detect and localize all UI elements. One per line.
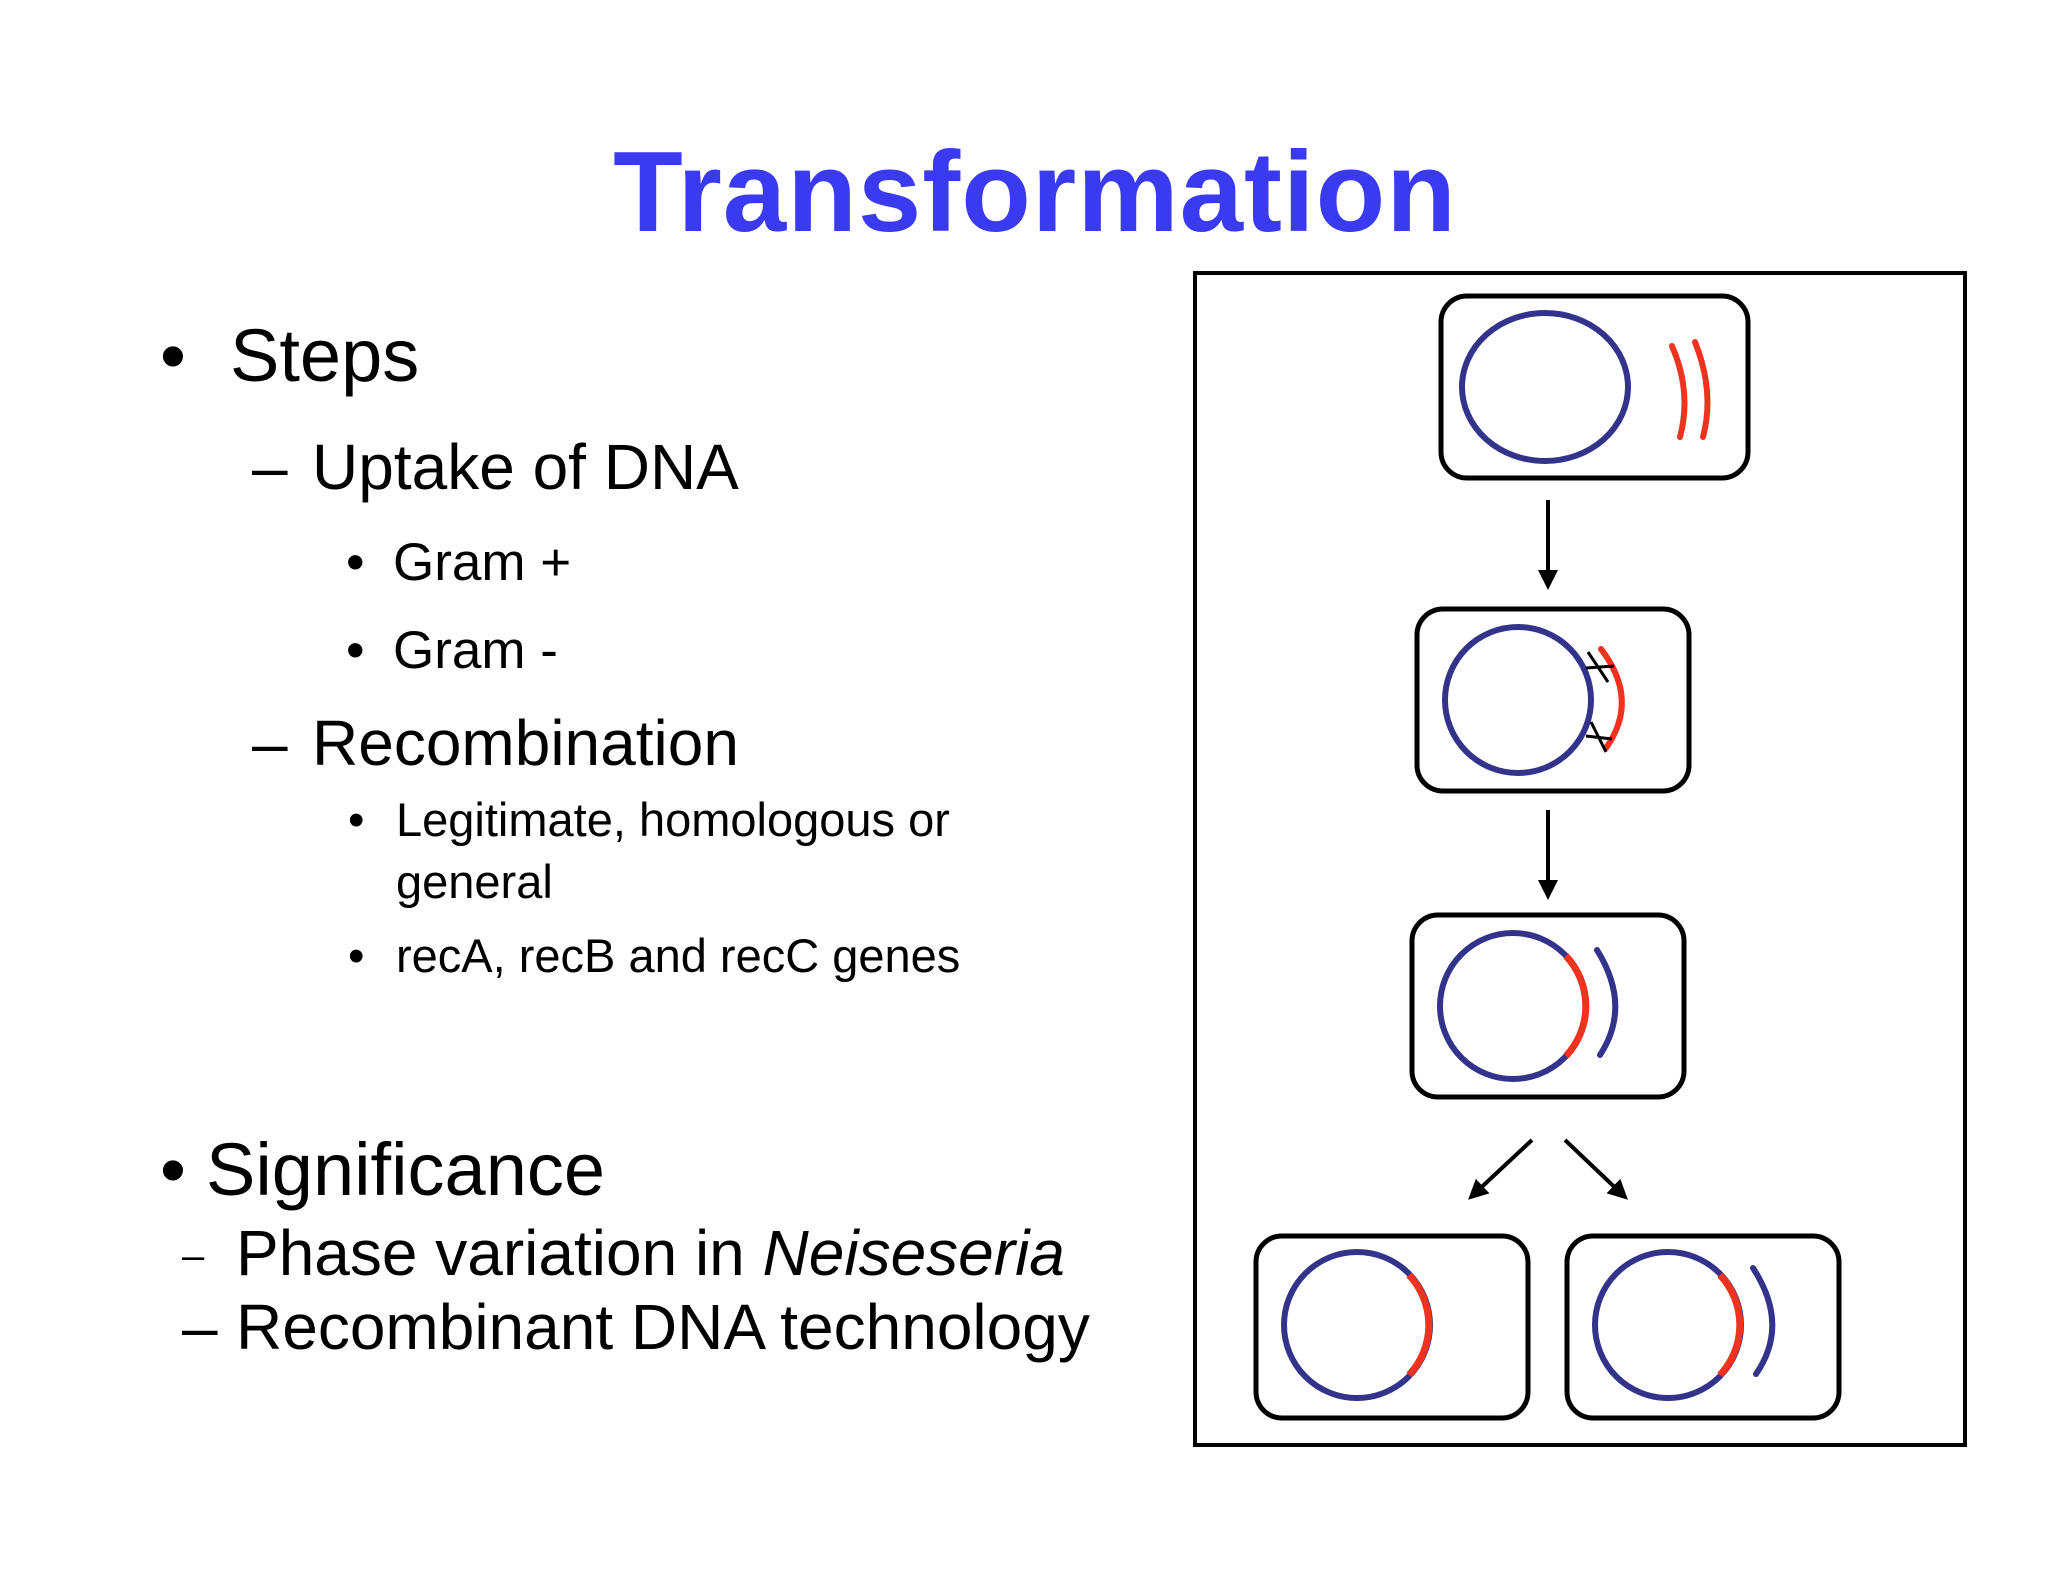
cell-outline [1564, 1233, 1842, 1421]
donor-dna-fragment [1669, 343, 1688, 440]
bullet-dot: • [160, 1128, 186, 1211]
bullet-dash: – [252, 707, 288, 779]
diagram-frame [1193, 271, 1967, 1447]
donor-dna-fragment [1692, 339, 1711, 440]
cell-outline [1409, 912, 1687, 1100]
bullet-dash: – [182, 1291, 218, 1363]
cell-outline [1414, 606, 1692, 794]
chromosome [1442, 624, 1594, 776]
cell-outline [1253, 1233, 1531, 1421]
significance-heading: Significance [206, 1128, 606, 1211]
legitimate-item: Legitimate, homologous or [396, 793, 950, 846]
arrow-diagonal-left [1468, 1138, 1534, 1200]
phase-variation-text: Phase variation in [236, 1217, 763, 1289]
bullet-dash: – [252, 431, 288, 503]
uptake-of-dna-label: Uptake of DNA [312, 431, 739, 503]
chromosome [1459, 310, 1631, 464]
cell-stage-uptake [1438, 293, 1751, 481]
integrated-donor-segment [1563, 953, 1590, 1059]
recombinant-dna-item: Recombinant DNA technology [236, 1291, 1090, 1363]
general-item-continued: general [396, 855, 553, 908]
neiseseria-text: Neiseseria [762, 1217, 1065, 1289]
cell-outline [1438, 293, 1751, 481]
bullet-dot: • [346, 621, 365, 680]
steps-heading: Steps [230, 314, 420, 397]
cell-stage-crossover [1414, 606, 1692, 794]
donor-dna-fragment [1598, 646, 1625, 751]
integrated-donor-segment [1717, 1272, 1744, 1378]
phase-variation-item: Phase variation in Neiseseria [236, 1216, 1065, 1290]
arrow-diagonal-right [1563, 1138, 1628, 1200]
bullet-dot: • [160, 314, 186, 397]
cell-stage-recombined [1409, 912, 1687, 1100]
displaced-strand [1750, 1265, 1776, 1377]
rec-genes-item: recA, recB and recC genes [396, 929, 961, 982]
bullet-dot: • [348, 929, 365, 982]
crossover-mark [1585, 664, 1615, 670]
crossover-mark [1586, 651, 1610, 683]
gram-positive-item: Gram + [393, 533, 572, 592]
gram-negative-item: Gram - [393, 621, 558, 680]
bullet-dot: • [346, 533, 365, 592]
bullet-dot: • [348, 793, 365, 846]
crossover-mark [1589, 721, 1608, 753]
cell-stage-daughter-recombinant [1253, 1233, 1531, 1421]
bullet-dash: – [182, 1234, 205, 1278]
cell-stage-daughter-with-strand [1564, 1233, 1842, 1421]
page-title: Transformation [613, 129, 1457, 256]
displaced-strand [1594, 947, 1619, 1058]
recombination-label: Recombination [312, 707, 739, 779]
integrated-donor-segment [1406, 1272, 1433, 1378]
